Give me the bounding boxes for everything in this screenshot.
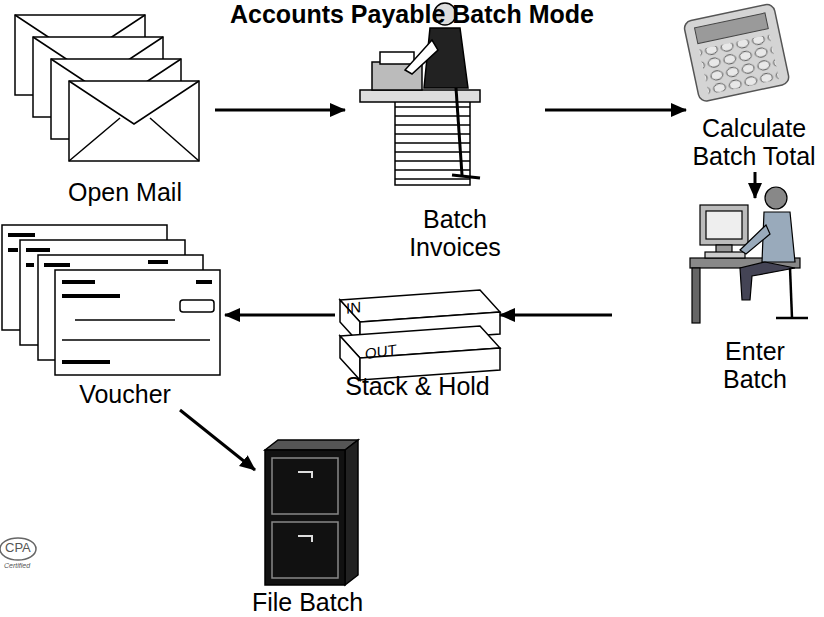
calculator-icon — [683, 3, 790, 102]
flow-arrow — [754, 172, 757, 198]
trays-icon — [340, 290, 500, 380]
tray-label: IN — [346, 299, 361, 318]
process-step: Enter Batch — [612, 198, 822, 395]
step-label: Calculate Batch Total — [686, 114, 822, 170]
flow-arrow — [215, 109, 345, 112]
flow-arrow — [225, 314, 335, 317]
process-step: File Batch — [255, 440, 360, 617]
process-step: Open Mail — [15, 12, 215, 207]
process-step: Batch Invoices — [345, 8, 545, 263]
step-label: Stack & Hold — [335, 372, 500, 400]
filing-cabinet-icon — [265, 440, 358, 585]
step-label: Voucher — [45, 380, 205, 408]
tray-label: OUT — [365, 342, 397, 363]
flow-arrow — [180, 410, 255, 470]
step-label: File Batch — [247, 588, 368, 616]
step-label: Enter Batch — [690, 337, 820, 393]
clerk-icon — [360, 3, 480, 185]
step-label: Open Mail — [45, 178, 205, 206]
step-label: Batch Invoices — [375, 205, 535, 261]
computer-user-icon — [690, 187, 808, 323]
process-step: Voucher — [2, 225, 225, 410]
seal-text: CPA — [5, 541, 31, 555]
seal-text: Certified — [4, 562, 30, 570]
flow-arrow — [545, 109, 686, 112]
vouchers-icon — [2, 225, 220, 375]
cpa-seal — [0, 538, 36, 560]
flow-arrow — [500, 314, 612, 317]
envelopes-icon — [15, 15, 199, 161]
diagram-title: Accounts Payable Batch Mode — [0, 0, 824, 28]
process-step: Calculate Batch Total — [686, 2, 822, 172]
